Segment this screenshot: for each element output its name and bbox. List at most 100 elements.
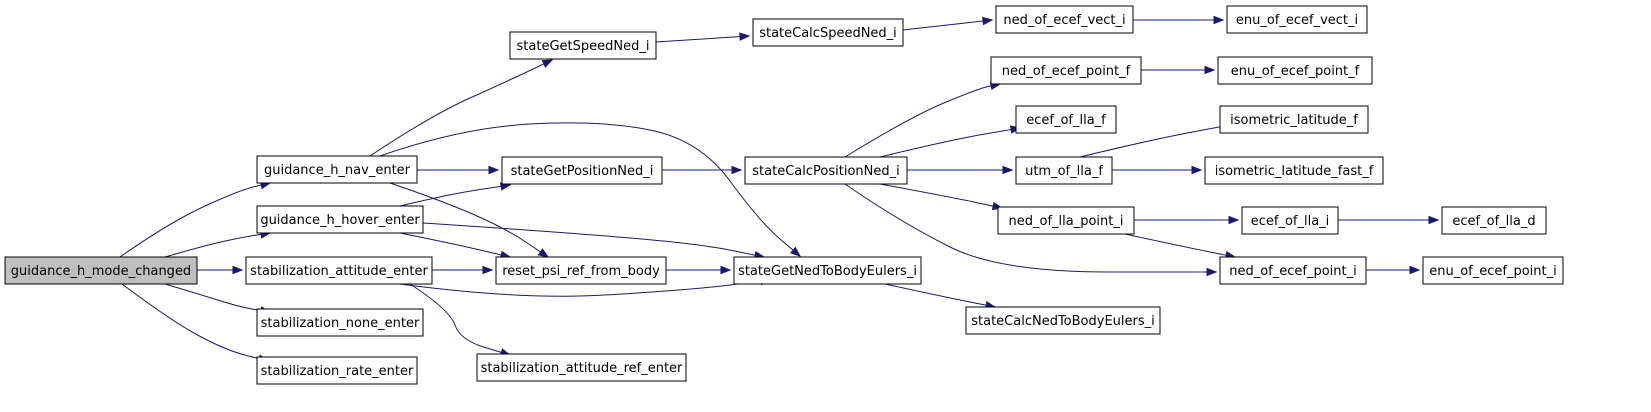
node-utm_of_lla_f[interactable]: utm_of_lla_f <box>1015 156 1113 185</box>
edge-stateGetSpeedNed_i-to-stateCalcSpeedNed_i <box>655 32 751 43</box>
node-stabilization_none_enter[interactable]: stabilization_none_enter <box>256 308 424 337</box>
arrowhead <box>1206 267 1218 277</box>
node-guidance_h_mode_changed[interactable]: guidance_h_mode_changed <box>4 256 198 285</box>
node-stateCalcPositionNed_i[interactable]: stateCalcPositionNed_i <box>744 156 908 185</box>
node-reset_psi_ref_from_body[interactable]: reset_psi_ref_from_body <box>495 256 667 285</box>
arrowhead <box>1409 265 1421 275</box>
edge-stateGetNedToBodyEulers_i-to-stateCalcNedToBodyEulers_i <box>884 283 997 310</box>
node-box[interactable] <box>501 156 663 185</box>
node-stabilization_rate_enter[interactable]: stabilization_rate_enter <box>256 356 418 385</box>
node-stateGetPositionNed_i[interactable]: stateGetPositionNed_i <box>501 156 663 185</box>
node-stateCalcSpeedNed_i[interactable]: stateCalcSpeedNed_i <box>752 18 904 47</box>
node-ned_of_ecef_point_f[interactable]: ned_of_ecef_point_f <box>990 56 1142 85</box>
node-ned_of_ecef_point_i[interactable]: ned_of_ecef_point_i <box>1219 256 1367 285</box>
node-box[interactable] <box>256 205 424 234</box>
node-label: stateGetPositionNed_i <box>511 164 654 179</box>
node-label: guidance_h_hover_enter <box>260 213 420 228</box>
edge-line <box>399 232 511 258</box>
node-box[interactable] <box>990 56 1142 85</box>
edge-ned_of_ecef_vect_i-to-enu_of_ecef_vect_i <box>1133 15 1225 25</box>
node-box[interactable] <box>509 31 657 60</box>
edge-guidance_h_nav_enter-to-stateGetSpeedNed_i <box>369 59 554 157</box>
node-label: isometric_latitude_f <box>1230 113 1358 128</box>
node-box[interactable] <box>744 156 908 185</box>
edge-stateCalcSpeedNed_i-to-ned_of_ecef_vect_i <box>902 16 994 31</box>
edge-line <box>409 283 511 356</box>
node-label: ned_of_ecef_vect_i <box>1003 13 1125 28</box>
arrowhead <box>1191 165 1203 175</box>
node-enu_of_ecef_vect_i[interactable]: enu_of_ecef_vect_i <box>1226 5 1368 34</box>
node-stateGetNedToBodyEulers_i[interactable]: stateGetNedToBodyEulers_i <box>733 256 922 285</box>
node-label: isometric_latitude_fast_f <box>1215 164 1374 179</box>
edge-line <box>119 182 271 258</box>
arrowhead <box>790 246 802 257</box>
edge-stateCalcPositionNed_i-to-ecef_of_lla_f <box>879 125 1022 158</box>
node-box[interactable] <box>965 306 1161 335</box>
node-box[interactable] <box>256 155 418 184</box>
node-box[interactable] <box>245 256 433 285</box>
edge-guidance_h_mode_changed-to-guidance_h_nav_enter <box>119 181 272 258</box>
edge-utm_of_lla_f-to-isometric_latitude_fast_f <box>1112 165 1203 175</box>
node-box[interactable] <box>997 206 1135 235</box>
node-stateCalcNedToBodyEulers_i[interactable]: stateCalcNedToBodyEulers_i <box>965 306 1161 335</box>
edge-line <box>902 19 993 31</box>
edge-line <box>844 83 1001 158</box>
node-enu_of_ecef_point_f[interactable]: enu_of_ecef_point_f <box>1217 56 1373 85</box>
node-guidance_h_nav_enter[interactable]: guidance_h_nav_enter <box>256 155 418 184</box>
arrowhead <box>1204 65 1216 75</box>
node-box[interactable] <box>256 308 424 337</box>
node-label: utm_of_lla_f <box>1025 164 1103 179</box>
edge-ned_of_lla_point_i-to-ned_of_ecef_point_i <box>1124 233 1237 260</box>
edge-stateCalcPositionNed_i-to-ned_of_ecef_point_f <box>844 81 1002 158</box>
edge-line <box>1124 233 1236 258</box>
arrowhead <box>1213 15 1225 25</box>
edge-line <box>389 182 549 258</box>
arrowhead <box>739 32 751 41</box>
arrowhead <box>1002 165 1014 175</box>
node-box[interactable] <box>1441 206 1547 235</box>
node-label: stabilization_rate_enter <box>261 364 414 379</box>
node-stateGetSpeedNed_i[interactable]: stateGetSpeedNed_i <box>509 31 657 60</box>
node-box[interactable] <box>1219 105 1369 134</box>
node-guidance_h_hover_enter[interactable]: guidance_h_hover_enter <box>256 205 424 234</box>
node-stabilization_attitude_enter[interactable]: stabilization_attitude_enter <box>245 256 433 285</box>
node-enu_of_ecef_point_i[interactable]: enu_of_ecef_point_i <box>1422 256 1564 285</box>
edge-guidance_h_hover_enter-to-stateGetPositionNed_i <box>399 182 512 207</box>
node-label: enu_of_ecef_point_i <box>1429 264 1557 279</box>
node-label: ecef_of_lla_d <box>1452 214 1535 229</box>
node-ecef_of_lla_d[interactable]: ecef_of_lla_d <box>1441 206 1547 235</box>
node-box[interactable] <box>1217 56 1373 85</box>
node-box[interactable] <box>495 256 667 285</box>
node-box[interactable] <box>256 356 418 385</box>
edge-stateCalcPositionNed_i-to-ned_of_lla_point_i <box>879 183 1004 211</box>
node-ned_of_ecef_vect_i[interactable]: ned_of_ecef_vect_i <box>995 5 1134 34</box>
node-box[interactable] <box>1219 256 1367 285</box>
edges-layer <box>119 15 1440 363</box>
node-label: ecef_of_lla_i <box>1251 214 1330 229</box>
node-ecef_of_lla_i[interactable]: ecef_of_lla_i <box>1241 206 1339 235</box>
node-box[interactable] <box>476 353 687 382</box>
node-box[interactable] <box>4 256 198 285</box>
arrowhead <box>488 165 500 175</box>
node-box[interactable] <box>1015 156 1113 185</box>
node-stabilization_attitude_ref_enter[interactable]: stabilization_attitude_ref_enter <box>476 353 687 382</box>
node-isometric_latitude_fast_f[interactable]: isometric_latitude_fast_f <box>1204 156 1384 185</box>
arrowhead <box>1428 215 1440 225</box>
edge-line <box>164 283 271 313</box>
edge-guidance_h_mode_changed-to-stabilization_rate_enter <box>121 283 270 363</box>
node-label: stateCalcSpeedNed_i <box>759 26 897 41</box>
node-box[interactable] <box>1422 256 1564 285</box>
node-ecef_of_lla_f[interactable]: ecef_of_lla_f <box>1015 105 1117 134</box>
node-box[interactable] <box>752 18 904 47</box>
node-box[interactable] <box>1204 156 1384 185</box>
node-label: reset_psi_ref_from_body <box>502 264 660 279</box>
node-box[interactable] <box>995 5 1134 34</box>
node-ned_of_lla_point_i[interactable]: ned_of_lla_point_i <box>997 206 1135 235</box>
node-box[interactable] <box>733 256 922 285</box>
node-box[interactable] <box>1241 206 1339 235</box>
edge-stateCalcPositionNed_i-to-ned_of_ecef_point_i <box>844 183 1218 277</box>
edge-line <box>844 183 1216 273</box>
node-box[interactable] <box>1226 5 1368 34</box>
node-isometric_latitude_f[interactable]: isometric_latitude_f <box>1219 105 1369 134</box>
node-box[interactable] <box>1015 105 1117 134</box>
